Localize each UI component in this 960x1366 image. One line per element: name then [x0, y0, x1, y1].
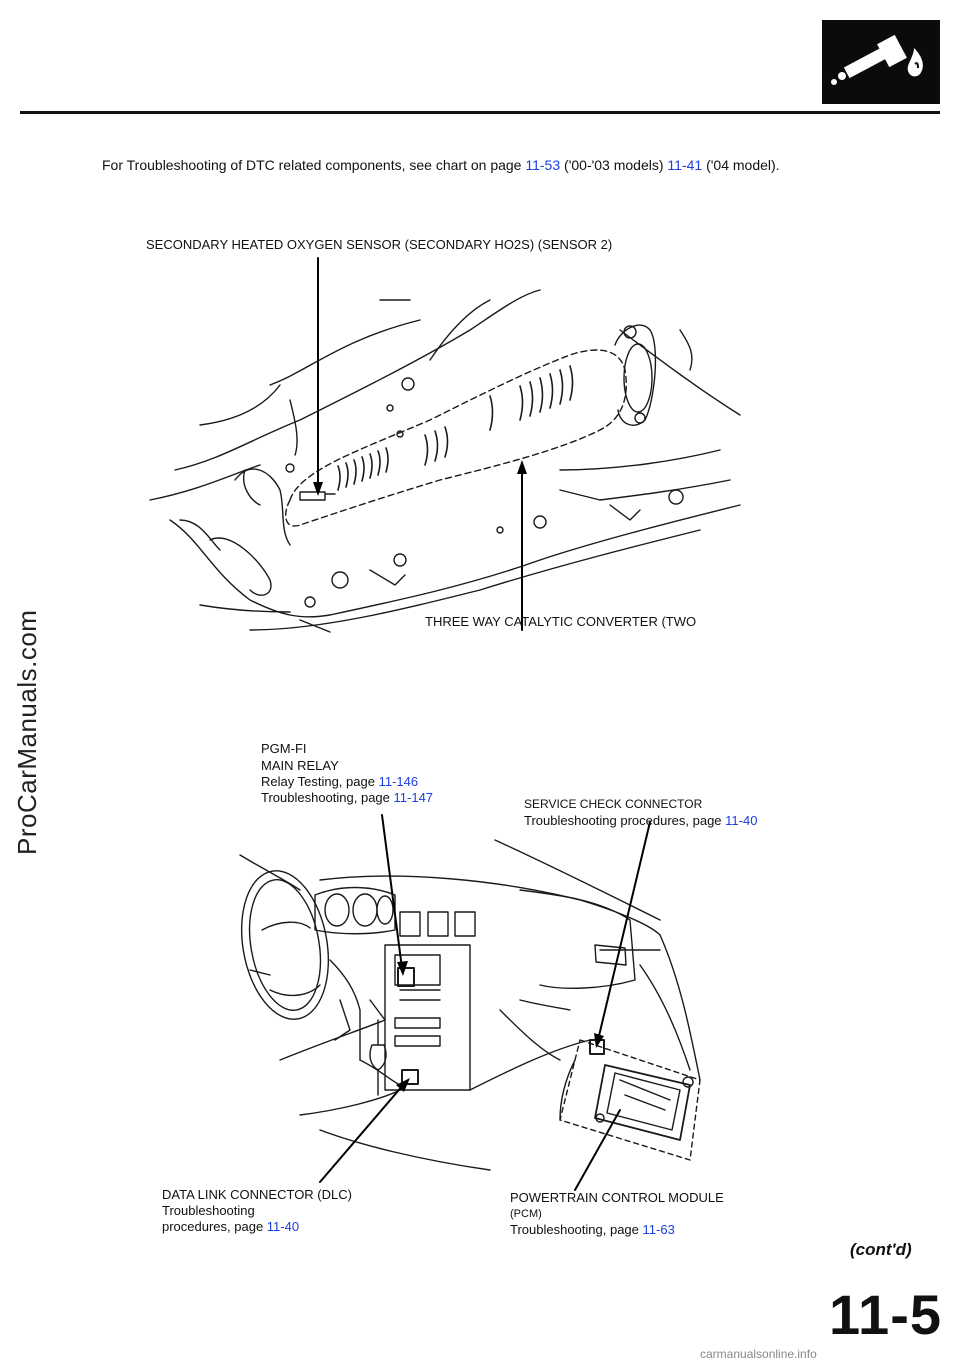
- twc-label: THREE WAY CATALYTIC CONVERTER (TWO: [425, 614, 697, 629]
- intro-prefix: For Troubleshooting of DTC related compo…: [102, 157, 526, 173]
- dlc-label-line3: procedures, page 11-40: [162, 1219, 299, 1234]
- scs-label-line2: Troubleshooting procedures, page 11-40: [524, 813, 757, 828]
- intro-link-11-41[interactable]: 11-41: [667, 157, 703, 173]
- pcm-label-line1: POWERTRAIN CONTROL MODULE: [510, 1190, 724, 1205]
- leader-lines: [317, 257, 651, 1191]
- ho2s-label: SECONDARY HEATED OXYGEN SENSOR (SECONDAR…: [146, 237, 613, 252]
- intro-link-11-53[interactable]: 11-53: [525, 157, 561, 173]
- relay-label-line3: Relay Testing, page 11-146: [261, 774, 418, 789]
- dlc-label-line2: Troubleshooting: [162, 1203, 255, 1218]
- dashboard-illustration: [239, 839, 701, 1171]
- pcm-label-line3: Troubleshooting, page 11-63: [510, 1222, 675, 1237]
- dlc-label-line1: DATA LINK CONNECTOR (DLC): [162, 1187, 352, 1202]
- intro-mid: ('00-'03 models): [560, 157, 668, 173]
- scs-label-line1: SERVICE CHECK CONNECTOR: [524, 797, 703, 811]
- header-rule: [20, 111, 940, 114]
- intro-suffix: ('04 model).: [702, 157, 780, 173]
- page-number: 11-5: [829, 1283, 942, 1346]
- dlc-procedures-link[interactable]: 11-40: [266, 1219, 300, 1234]
- relay-testing-text: Relay Testing, page: [261, 774, 379, 789]
- relay-label-line1: PGM-FI: [261, 741, 307, 756]
- continued-label: (cont'd): [850, 1240, 912, 1259]
- intro-line: For Troubleshooting of DTC related compo…: [102, 157, 780, 173]
- exhaust-illustration: [149, 289, 741, 633]
- relay-troubleshooting-text: Troubleshooting, page: [261, 790, 394, 805]
- fuel-emissions-icon: [822, 20, 940, 104]
- leader-arrowheads: [313, 460, 604, 1092]
- dlc-procedures-text: procedures, page: [162, 1219, 267, 1234]
- pcm-label-line2: (PCM): [510, 1208, 542, 1220]
- relay-troubleshooting-link[interactable]: 11-147: [393, 790, 434, 805]
- pcm-troubleshooting-text: Troubleshooting, page: [510, 1222, 643, 1237]
- scs-troubleshooting-link[interactable]: 11-40: [725, 813, 758, 828]
- relay-label-line2: MAIN RELAY: [261, 758, 339, 773]
- footer-site-url: carmanualsonline.info: [700, 1347, 817, 1361]
- scs-troubleshooting-text: Troubleshooting procedures, page: [524, 813, 726, 828]
- relay-label-line4: Troubleshooting, page 11-147: [261, 790, 433, 805]
- relay-testing-link[interactable]: 11-146: [378, 774, 419, 789]
- pcm-troubleshooting-link[interactable]: 11-63: [642, 1222, 675, 1237]
